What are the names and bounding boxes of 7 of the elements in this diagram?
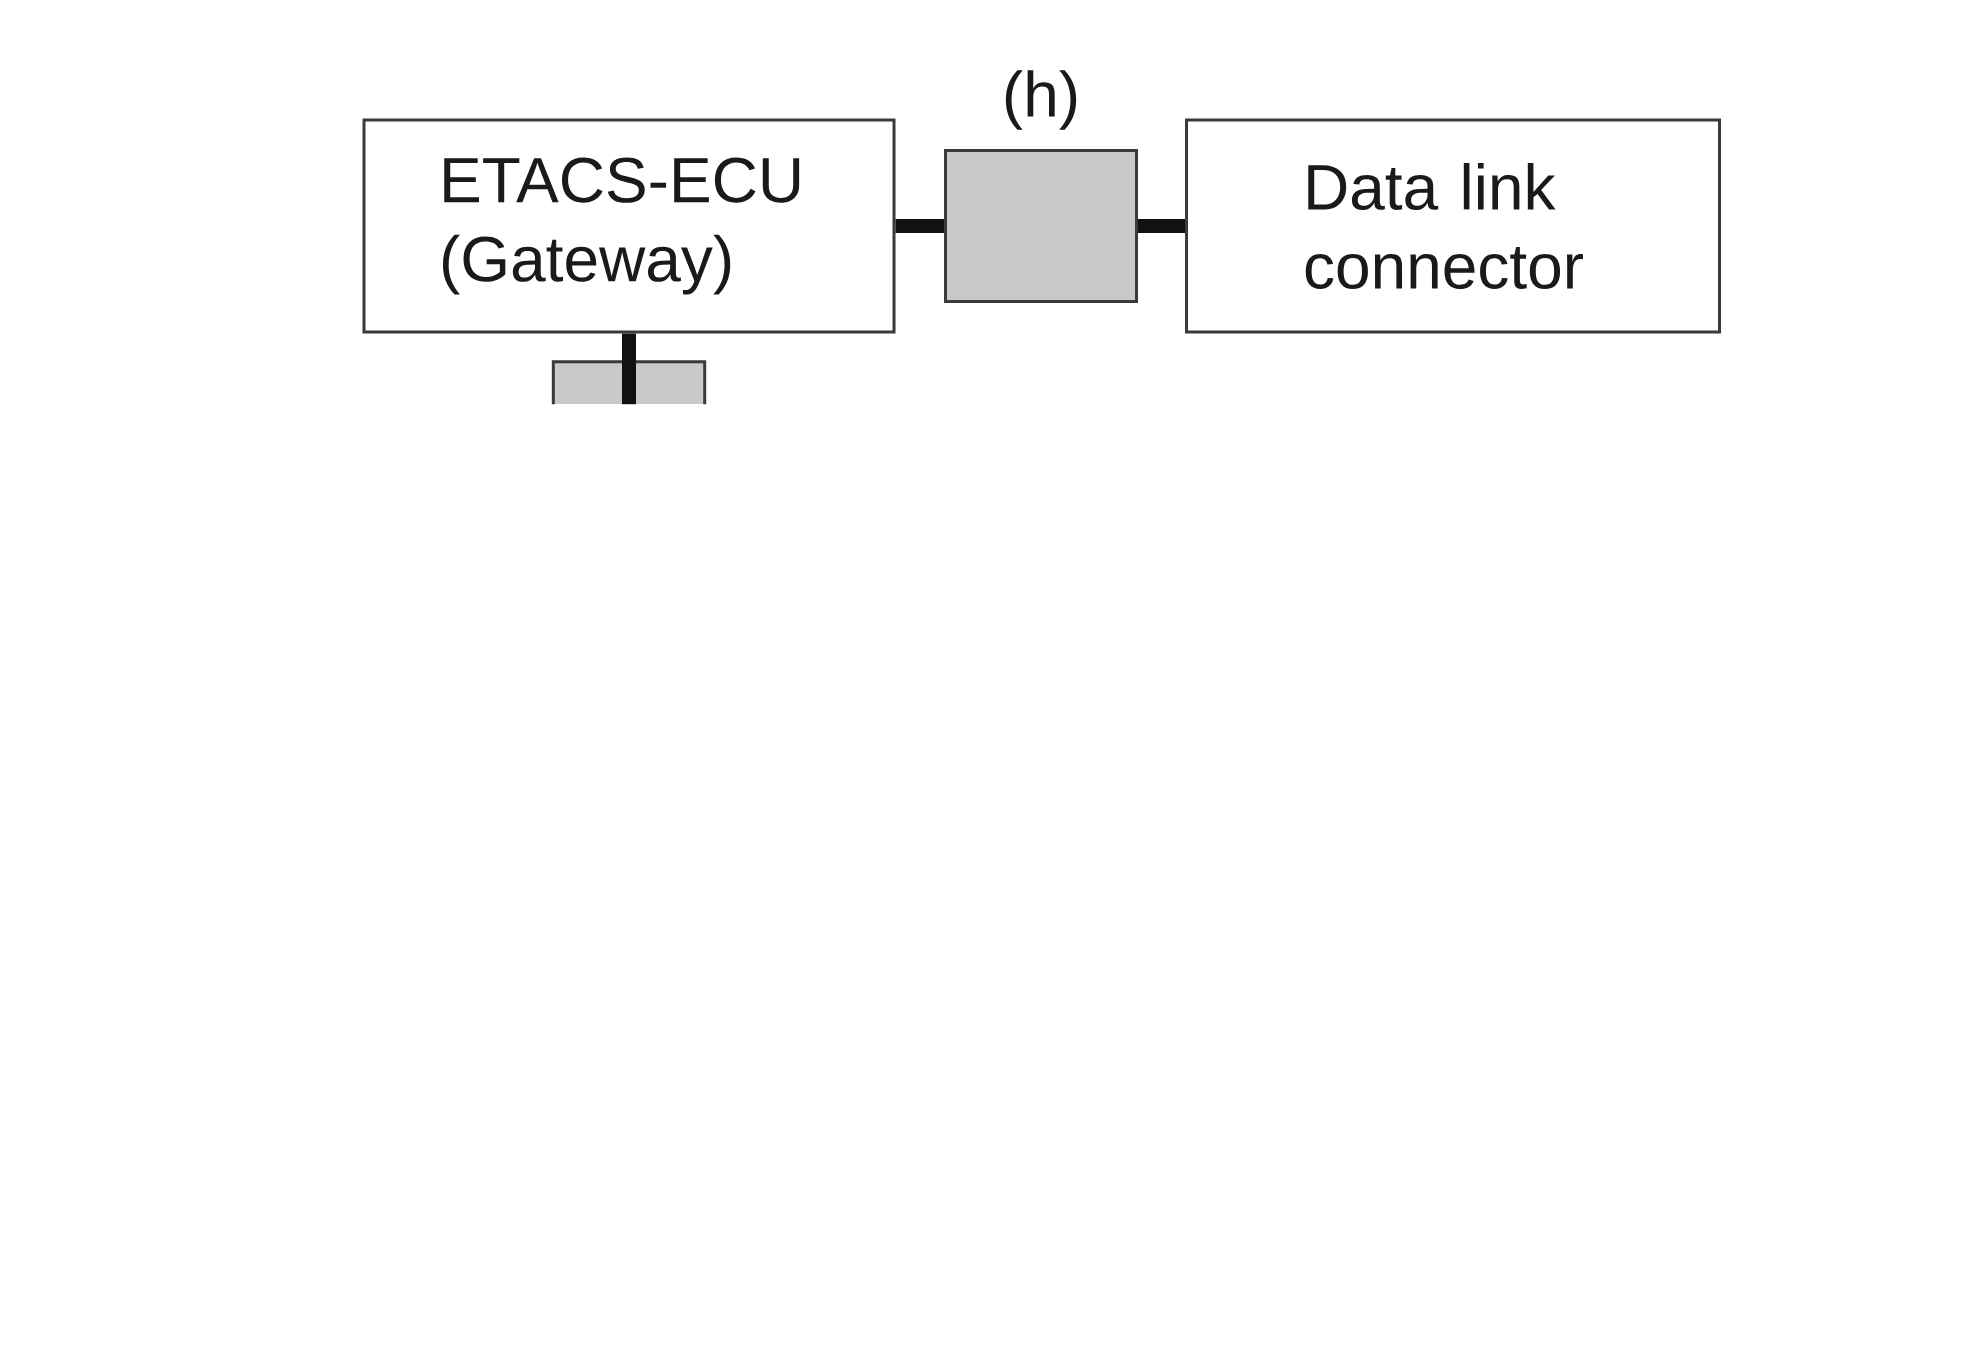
module-box: ETACS-ECU (Gateway) xyxy=(362,118,896,334)
connector-label: (h) xyxy=(1005,70,1077,130)
bus-line xyxy=(622,333,636,362)
bus-line xyxy=(1138,219,1185,233)
connector-box xyxy=(551,360,707,405)
bus-line xyxy=(895,219,944,233)
module-box: Data link connector xyxy=(1185,118,1721,334)
